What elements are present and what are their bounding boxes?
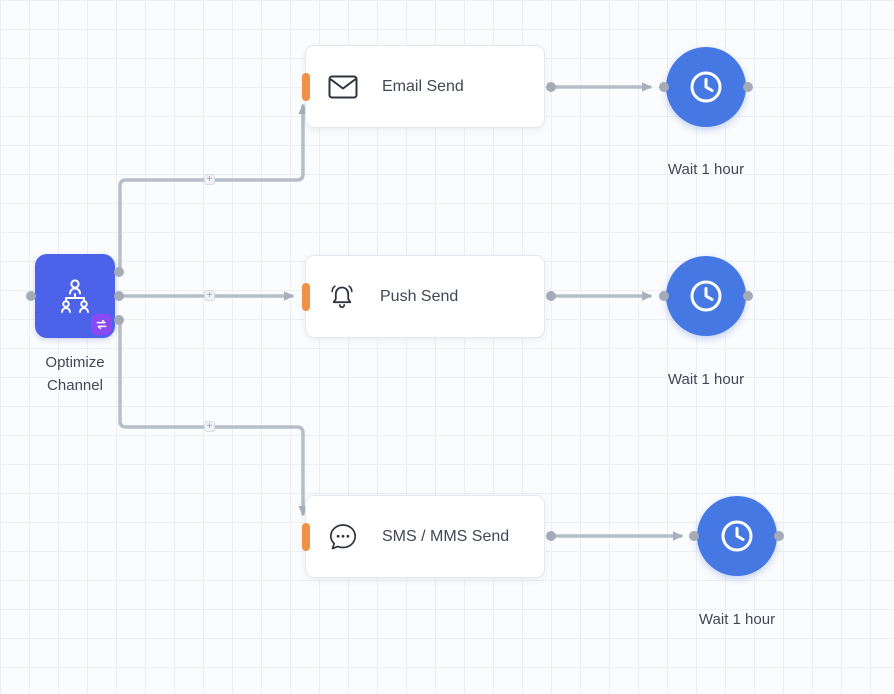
node-email-send[interactable]: Email Send	[302, 45, 545, 128]
org-chart-icon	[53, 274, 97, 318]
node-wait-push[interactable]	[666, 256, 746, 336]
node-label-push: Push Send	[380, 287, 459, 305]
node-sms-send[interactable]: SMS / MMS Send	[302, 495, 545, 578]
bell-icon	[328, 283, 356, 311]
optimize-input-port[interactable]	[26, 291, 36, 301]
email-output-port[interactable]	[546, 82, 556, 92]
node-label-wait-sms: Wait 1 hour	[698, 611, 776, 628]
optimize-output-port-push[interactable]	[114, 291, 124, 301]
node-push-send[interactable]: Push Send	[302, 255, 545, 338]
wait-sms-input-port[interactable]	[689, 531, 699, 541]
email-input-port[interactable]	[302, 72, 310, 101]
node-optimize-channel[interactable]	[35, 254, 115, 338]
node-label-optimize: Optimize Channel	[45, 354, 105, 394]
wait-push-output-port[interactable]	[743, 291, 753, 301]
swap-arrows-icon	[96, 319, 107, 330]
push-output-port[interactable]	[546, 291, 556, 301]
push-input-port[interactable]	[302, 282, 310, 311]
optimize-output-port-sms[interactable]	[114, 315, 124, 325]
clock-icon	[684, 65, 728, 109]
clock-icon	[715, 514, 759, 558]
wait-email-input-port[interactable]	[659, 82, 669, 92]
clock-icon	[684, 274, 728, 318]
edge-add-button[interactable]: +	[204, 290, 215, 301]
wait-email-output-port[interactable]	[743, 82, 753, 92]
wait-push-input-port[interactable]	[659, 291, 669, 301]
chat-bubble-icon	[328, 522, 358, 552]
optimize-badge	[91, 314, 112, 335]
edge-add-button[interactable]: +	[204, 421, 215, 432]
wait-sms-output-port[interactable]	[774, 531, 784, 541]
envelope-icon	[328, 75, 358, 99]
sms-input-port[interactable]	[302, 522, 310, 551]
node-label-email: Email Send	[382, 77, 464, 95]
sms-output-port[interactable]	[546, 531, 556, 541]
edge-optimize-to-email	[118, 104, 308, 273]
node-wait-email[interactable]	[666, 47, 746, 127]
edge-optimize-to-sms	[118, 319, 308, 516]
node-label-wait-email: Wait 1 hour	[667, 161, 745, 178]
node-label-sms: SMS / MMS Send	[382, 527, 510, 545]
edge-add-button[interactable]: +	[204, 174, 215, 185]
optimize-output-port-email[interactable]	[114, 267, 124, 277]
node-wait-sms[interactable]	[697, 496, 777, 576]
node-label-wait-push: Wait 1 hour	[667, 371, 745, 388]
